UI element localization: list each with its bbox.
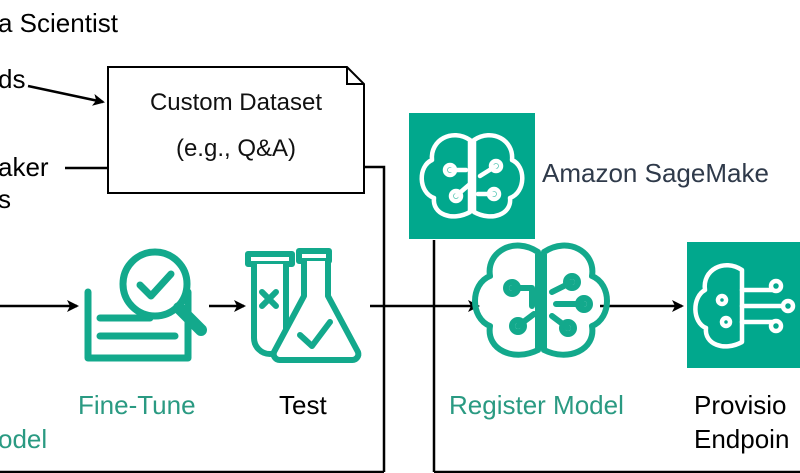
line-dataset-down: [364, 165, 386, 472]
base-model-label: odel: [0, 424, 48, 454]
lab-flasks-icon: [245, 248, 362, 363]
test-label: Test: [279, 390, 327, 420]
brain-circuit-icon: [472, 242, 610, 358]
fine-tune-label: Fine-Tune: [78, 390, 196, 420]
dataset-text: Custom Dataset (e.g., Q&A): [108, 80, 364, 172]
dataset-line-1: Custom Dataset: [149, 89, 323, 116]
dataset-line-2: (e.g., Q&A): [175, 135, 297, 162]
left-bottom-label: s: [0, 184, 11, 214]
brain-circuit-endpoint-icon: [693, 263, 796, 349]
arrow-to-dataset: [27, 84, 105, 106]
custom-dataset-document: [107, 66, 365, 194]
sagemaker-label: Amazon SageMake: [542, 158, 769, 188]
document-magnifier-check-icon: [84, 248, 207, 362]
brain-circuit-icon: [419, 133, 525, 219]
actor-label: a Scientist: [0, 8, 118, 38]
provision-line-2: Endpoin: [694, 424, 790, 454]
provision-line-1: Provisio: [694, 390, 787, 420]
register-model-label: Register Model: [449, 390, 624, 420]
left-top-label: ds: [0, 64, 26, 94]
left-mid-label: aker: [0, 152, 49, 182]
connector-lines: [0, 84, 800, 473]
